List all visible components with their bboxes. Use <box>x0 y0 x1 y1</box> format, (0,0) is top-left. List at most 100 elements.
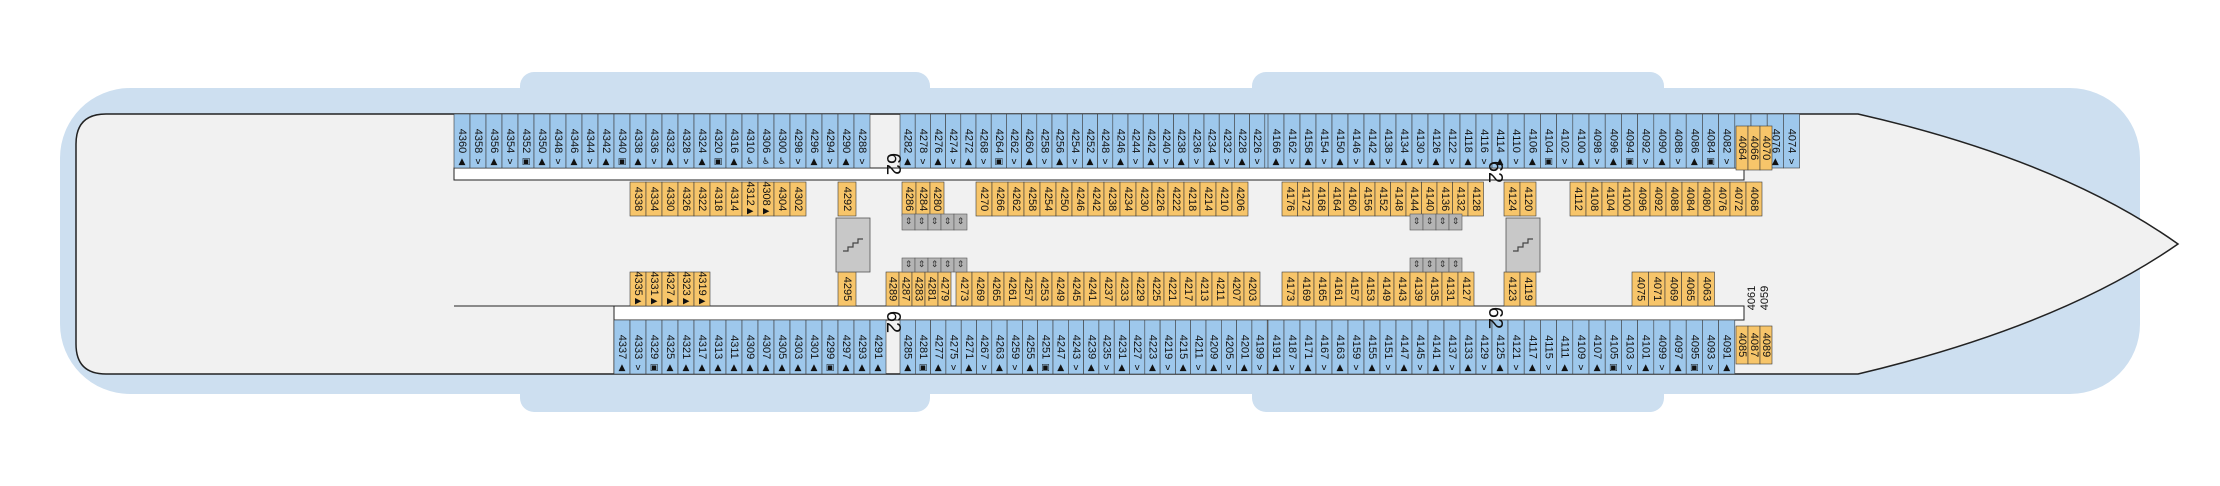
cabin-4352[interactable]: 4352▣ <box>517 113 535 169</box>
cabin-4117[interactable]: 4117▲ <box>1523 319 1541 375</box>
cabin-4136[interactable]: 4136 <box>1436 181 1453 217</box>
cabin-4157[interactable]: 4157 <box>1345 271 1363 307</box>
cabin-4150[interactable]: 4150▲ <box>1331 113 1349 169</box>
cabin-4072[interactable]: 4072 <box>1729 181 1747 217</box>
cabin-4153[interactable]: 4153 <box>1361 271 1379 307</box>
cabin-4254[interactable]: 4254 <box>1039 181 1057 217</box>
cabin-4215[interactable]: 4215▲ <box>1175 319 1192 375</box>
cabin-4346[interactable]: 4346▲ <box>565 113 583 169</box>
cabin-4086[interactable]: 4086▲ <box>1685 113 1703 169</box>
cabin-4108[interactable]: 4108 <box>1585 181 1603 217</box>
cabin-4126[interactable]: 4126▲ <box>1427 113 1445 169</box>
cabin-4281[interactable]: 4281▣ <box>914 319 931 375</box>
cabin-4233[interactable]: 4233 <box>1115 271 1133 307</box>
cabin-4085[interactable]: 4085 <box>1735 325 1749 365</box>
cabin-4300[interactable]: 4300♿ <box>773 113 791 169</box>
cabin-4312[interactable]: 4312▲ <box>741 181 759 217</box>
cabin-4296[interactable]: 4296▲ <box>805 113 823 169</box>
cabin-4307[interactable]: 4307▲ <box>757 319 775 375</box>
cabin-4209[interactable]: 4209▲ <box>1205 319 1222 375</box>
cabin-4089[interactable]: 4089 <box>1759 325 1773 365</box>
cabin-4253[interactable]: 4253 <box>1035 271 1053 307</box>
cabin-4135[interactable]: 4135 <box>1425 271 1443 307</box>
cabin-4124[interactable]: 4124 <box>1503 181 1521 217</box>
cabin-4128[interactable]: 4128 <box>1467 181 1484 217</box>
cabin-4225[interactable]: 4225 <box>1147 271 1165 307</box>
cabin-4338[interactable]: 4338 <box>629 181 647 217</box>
cabin-4104[interactable]: 4104▣ <box>1540 113 1557 169</box>
cabin-4304[interactable]: 4304 <box>773 181 791 217</box>
cabin-4265[interactable]: 4265 <box>987 271 1005 307</box>
cabin-4242[interactable]: 4242 <box>1087 181 1105 217</box>
cabin-4201[interactable]: 4201▲ <box>1236 319 1253 375</box>
cabin-4356[interactable]: 4356▲ <box>485 113 503 169</box>
cabin-4087[interactable]: 4087 <box>1747 325 1761 365</box>
cabin-4141[interactable]: 4141▲ <box>1427 319 1445 375</box>
cabin-4337[interactable]: 4337▲ <box>613 319 631 375</box>
cabin-4283[interactable]: 4283 <box>911 271 926 307</box>
cabin-4277[interactable]: 4277▲ <box>930 319 947 375</box>
cabin-4252[interactable]: 4252▲ <box>1082 113 1098 169</box>
cabin-4105[interactable]: 4105▣ <box>1604 319 1622 375</box>
cabin-4242[interactable]: 4242▲ <box>1142 113 1159 169</box>
cabin-4229[interactable]: 4229 <box>1131 271 1149 307</box>
cabin-4350[interactable]: 4350▲ <box>533 113 551 169</box>
cabin-4320[interactable]: 4320▣ <box>709 113 727 169</box>
cabin-4231[interactable]: 4231▲ <box>1113 319 1130 375</box>
cabin-4286[interactable]: 4286 <box>901 181 917 217</box>
cabin-4071[interactable]: 4071 <box>1648 271 1666 307</box>
cabin-4266[interactable]: 4266 <box>991 181 1009 217</box>
cabin-4191[interactable]: 4191▲ <box>1267 319 1285 375</box>
cabin-4173[interactable]: 4173 <box>1281 271 1299 307</box>
cabin-4263[interactable]: 4263▲ <box>991 319 1008 375</box>
cabin-4318[interactable]: 4318 <box>709 181 727 217</box>
cabin-4139[interactable]: 4139 <box>1409 271 1427 307</box>
cabin-4148[interactable]: 4148 <box>1390 181 1407 217</box>
cabin-4257[interactable]: 4257 <box>1019 271 1037 307</box>
cabin-4084[interactable]: 4084▣ <box>1702 113 1719 169</box>
cabin-4324[interactable]: 4324▲ <box>693 113 711 169</box>
cabin-4342[interactable]: 4342▲ <box>597 113 615 169</box>
cabin-4143[interactable]: 4143 <box>1393 271 1411 307</box>
cabin-4149[interactable]: 4149 <box>1377 271 1395 307</box>
cabin-4214[interactable]: 4214 <box>1199 181 1217 217</box>
cabin-4327[interactable]: 4327▲ <box>661 271 679 307</box>
cabin-4152[interactable]: 4152 <box>1374 181 1391 217</box>
cabin-4063[interactable]: 4063 <box>1697 271 1715 307</box>
cabin-4334[interactable]: 4334 <box>645 181 663 217</box>
cabin-4094[interactable]: 4094▣ <box>1621 113 1638 169</box>
cabin-4297[interactable]: 4297▲ <box>837 319 855 375</box>
cabin-4331[interactable]: 4331▲ <box>645 271 663 307</box>
cabin-4100[interactable]: 4100 <box>1617 181 1635 217</box>
cabin-4064[interactable]: 4064 <box>1735 125 1749 171</box>
cabin-4258[interactable]: 4258 <box>1023 181 1041 217</box>
cabin-4238[interactable]: 4238▲ <box>1173 113 1190 169</box>
cabin-4271[interactable]: 4271▲ <box>960 319 977 375</box>
cabin-4264[interactable]: 4264▣ <box>990 113 1007 169</box>
cabin-4301[interactable]: 4301▲ <box>805 319 823 375</box>
cabin-4250[interactable]: 4250 <box>1055 181 1073 217</box>
cabin-4221[interactable]: 4221 <box>1163 271 1181 307</box>
cabin-4076[interactable]: 4076 <box>1713 181 1731 217</box>
cabin-4308[interactable]: 4308▲ <box>757 181 775 217</box>
